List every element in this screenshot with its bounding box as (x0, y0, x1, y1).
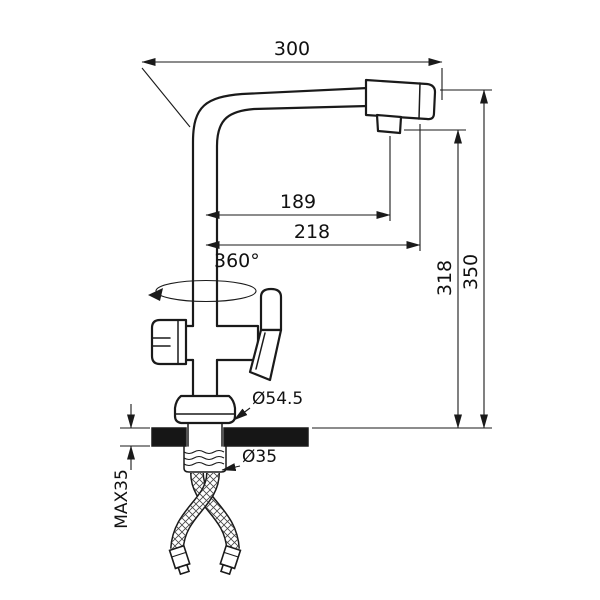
aerator (375, 113, 403, 135)
lever-blade-line (255, 332, 266, 370)
supply-hoses (168, 472, 242, 576)
spout-outer-line (191, 86, 370, 328)
right-arm (215, 324, 260, 362)
hose-b-fitting (168, 544, 191, 576)
thread-line-3 (183, 461, 225, 467)
lower-column (191, 358, 219, 398)
dim-350-label: 350 (460, 254, 482, 290)
hose-b-braid (171, 472, 219, 550)
left-handle-detail (151, 319, 179, 365)
dimension-218: 218 (205, 124, 421, 251)
dim-max35-label: MAX35 (112, 469, 132, 529)
dim-shank-dia-label: Ø35 (242, 447, 277, 467)
dim-360-label: 360° (214, 250, 260, 272)
dim-300-label: 300 (274, 38, 310, 60)
hose-a-braid (191, 472, 239, 550)
dim-318-label: 318 (434, 260, 456, 296)
counter-left-slab (151, 427, 187, 447)
dimensions: 300 189 218 318 350 360° (112, 38, 492, 529)
spout-inner-line (215, 104, 370, 328)
spout-head-cap-line (418, 82, 421, 120)
swivel-arrowhead (148, 288, 163, 301)
spout-head (364, 78, 437, 121)
dimension-max35: MAX35 (112, 404, 150, 529)
dimension-base-dia: Ø54.5 (233, 389, 303, 421)
hose-a-fitting (219, 544, 242, 576)
lever-post (259, 287, 283, 332)
base-flange (173, 394, 237, 425)
dim-base-dia-label: Ø54.5 (252, 389, 303, 409)
dim-189-label: 189 (280, 191, 316, 213)
dimension-shank-dia: Ø35 (221, 447, 277, 471)
dimension-350: 350 (312, 89, 492, 429)
thread-line-1 (183, 449, 225, 455)
faucet-body (148, 78, 437, 447)
dimension-300: 300 (141, 38, 443, 128)
swivel-ellipse (148, 279, 257, 303)
shank-through-counter (187, 422, 223, 447)
countertop-section (151, 427, 309, 447)
dimension-189: 189 (205, 136, 391, 221)
dimension-318: 318 (404, 129, 466, 429)
lever-blade (248, 328, 283, 382)
mounting-hardware (183, 445, 227, 473)
dim-218-label: 218 (294, 221, 330, 243)
thread-line-2 (183, 455, 225, 461)
counter-right-slab (223, 427, 309, 447)
dimension-360: 360° (214, 250, 260, 272)
left-handle-knob (150, 318, 188, 366)
